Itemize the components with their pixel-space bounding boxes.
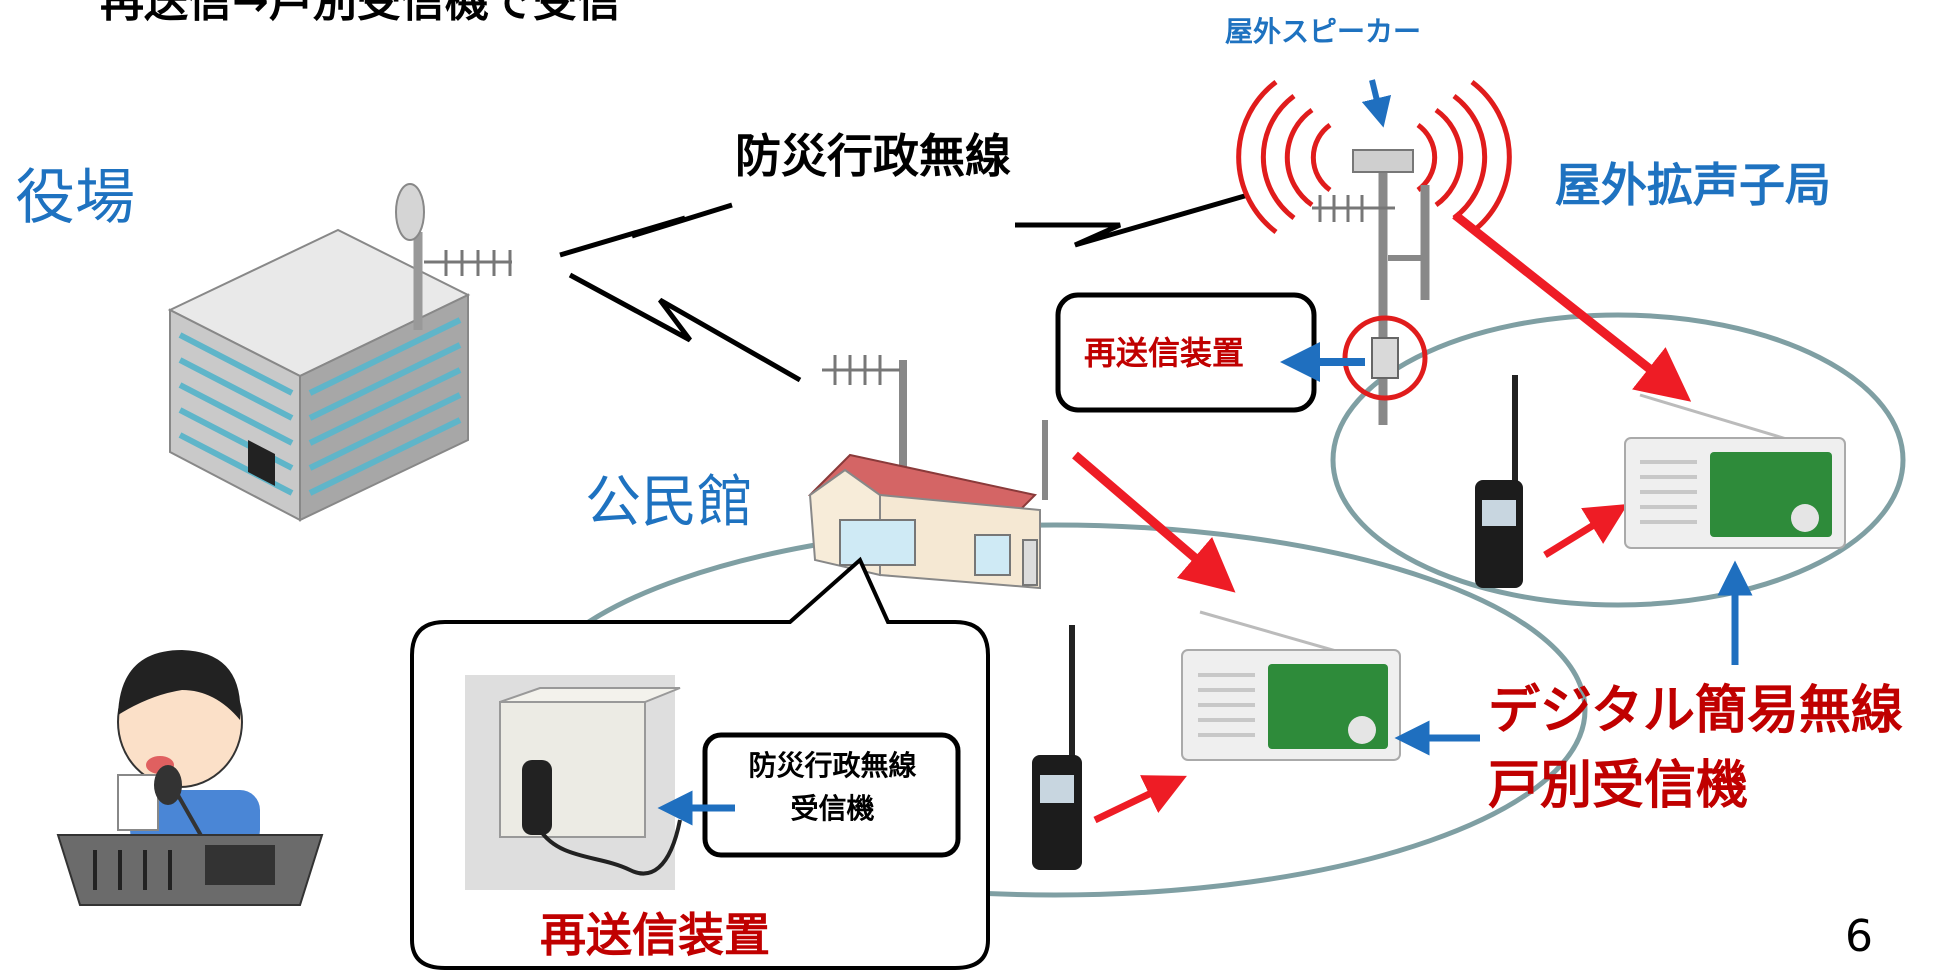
receiver-callout-box <box>702 732 961 858</box>
community-center-label: 公民館 <box>585 470 753 535</box>
slide-title: 再送信→戸別受信機で受信 <box>100 0 621 27</box>
signal-arrow-handheld-to-receiver-right <box>1543 503 1628 558</box>
speaker-pointer-arrow <box>1361 79 1392 128</box>
digital-radio-line2: 戸別受信機 <box>1488 756 1749 816</box>
outdoor-speaker-label: 屋外スピーカー <box>1225 15 1422 48</box>
receiver-callout-line1: 防災行政無線 <box>748 749 917 782</box>
outdoor-station-label: 屋外拡声子局 <box>1555 158 1831 212</box>
digital-radio-line1: デジタル簡易無線 <box>1488 681 1903 741</box>
bousai-radio-label: 防災行政無線 <box>735 129 1011 183</box>
radio-link-bolt-lower-icon <box>568 272 802 383</box>
outdoor-speaker-mast-icon <box>1236 80 1512 425</box>
handheld-radio-right-icon <box>1475 375 1523 588</box>
town-hall-label: 役場 <box>15 163 135 233</box>
radio-link-bolt-top-icon <box>559 202 733 258</box>
town-hall-building-icon <box>167 183 512 522</box>
page-number: 6 <box>1845 911 1873 962</box>
receiver-callout-line2: 受信機 <box>790 792 875 825</box>
coverage-ellipse-right <box>1330 312 1906 608</box>
household-receiver-right-icon <box>1624 393 1846 549</box>
handheld-radio-center-icon <box>1032 625 1082 870</box>
community-center-house-icon <box>807 355 1048 590</box>
retransmitter-device-icon <box>465 675 682 890</box>
retransmitter-bottom-label: 再送信装置 <box>540 908 770 962</box>
signal-arrow-house-to-receiver <box>1072 451 1236 593</box>
signal-arrow-mast-to-receiver <box>1452 211 1692 402</box>
radio-link-bolt-right-icon <box>1015 192 1249 248</box>
retransmitter-callout-label: 再送信装置 <box>1084 334 1245 372</box>
household-receiver-center-icon <box>1181 610 1401 761</box>
signal-arrow-handheld-to-receiver-center <box>1093 775 1187 824</box>
operator-at-microphone-icon <box>56 650 324 906</box>
